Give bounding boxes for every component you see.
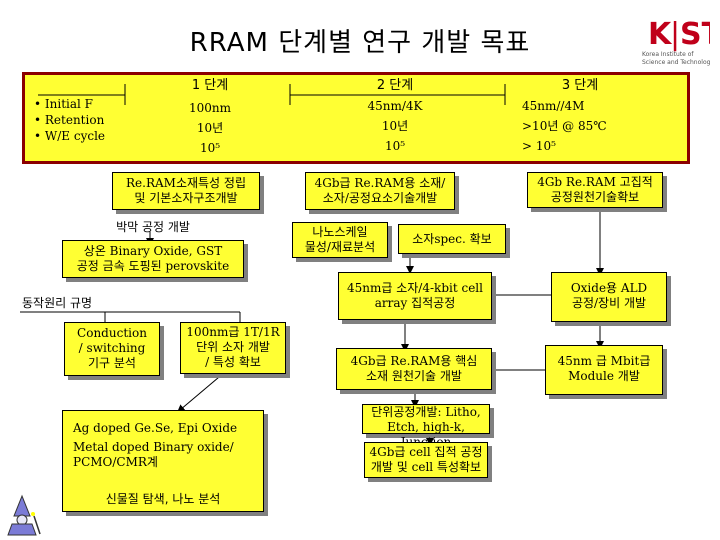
- box-line: 단위 소자 개발: [196, 340, 270, 354]
- 45nm-array-box: 45nm급 소자/4-kbit cell array 집적공정: [338, 272, 492, 320]
- stage-2-cycles: 10⁵: [384, 139, 406, 153]
- cell-4gb-box: 4Gb급 cell 집적 공정 개발 및 cell 특성확보: [364, 442, 488, 478]
- box-line: Conduction: [77, 326, 147, 340]
- nanoscale-box: 나노스케일 물성/재료분석: [292, 222, 388, 258]
- conduction-box: Conduction / switching 기구 분석: [64, 322, 160, 376]
- stage-3-years: >10년 @ 85℃: [522, 119, 607, 133]
- box-line: 물성/재료분석: [304, 240, 376, 254]
- stage-1-size: 100nm: [188, 101, 231, 115]
- core-4gb-box: 4Gb급 Re.RAM용 핵심 소재 원천기술 개발: [336, 348, 492, 390]
- stage-2-label: 2 단계: [376, 78, 414, 93]
- unit-process-box: 단위공정개발: Litho, Etch, high-k, Junction: [362, 404, 490, 449]
- mechanism-label: 동작원리 규명: [22, 296, 93, 310]
- svg-text:K: K: [648, 17, 673, 52]
- box-line: 나노스케일: [312, 225, 368, 239]
- stage-2-values: 45nm/4K 10년 10⁵: [350, 98, 440, 154]
- box-line: 단위공정개발: Litho,: [371, 405, 481, 419]
- spec-box: 소자spec. 확보: [398, 224, 506, 254]
- box-line: 45nm 급 Mbit급: [557, 354, 651, 368]
- stage-3-size: 45nm//4M: [522, 99, 585, 113]
- criteria-item: • Initial F: [34, 97, 93, 111]
- mbit-module-box: 45nm 급 Mbit급 Module 개발: [545, 345, 663, 395]
- svg-text:Science and Technology: Science and Technology: [642, 59, 710, 66]
- arrow: [176, 371, 226, 413]
- stage-3-cycles: > 10⁵: [522, 139, 556, 153]
- svg-text:Korea Institute of: Korea Institute of: [642, 51, 694, 58]
- box-line: Re.RAM소재특성 정립: [126, 176, 246, 190]
- stage-2-size: 45nm/4K: [367, 99, 423, 113]
- stage-2-years: 10년: [381, 119, 409, 133]
- box-line: Metal doped Binary oxide/: [73, 440, 234, 454]
- box-line: 100nm급 1T/1R: [186, 325, 280, 339]
- box-line: 및 기본소자구조개발: [134, 191, 238, 205]
- wizard-mascot-icon: [4, 494, 44, 536]
- box-line: Oxide용 ALD: [570, 281, 648, 295]
- stage-band: [22, 72, 690, 164]
- stage-1-label: 1 단계: [191, 78, 229, 93]
- goal-box-stage-1: Re.RAM소재특성 정립 및 기본소자구조개발: [112, 172, 260, 210]
- box-line: 신물질 탐색, 나노 분석: [105, 492, 221, 506]
- box-line: 기구 분석: [88, 356, 136, 370]
- box-line: 4Gb급 Re.RAM용 소재/: [314, 176, 446, 190]
- box-line: 공정/장비 개발: [571, 296, 647, 310]
- box-line: PCMO/CMR계: [73, 455, 158, 469]
- page-title: RRAM 단계별 연구 개발 목표: [189, 28, 531, 58]
- box-line: Ag doped Ge.Se, Epi Oxide: [73, 421, 238, 435]
- box-line: 개발 및 cell 특성확보: [370, 460, 482, 474]
- room-temp-box: 상온 Binary Oxide, GST 공정 금속 도핑된 perovskit…: [62, 240, 244, 278]
- box-line: 소자/공정요소기술개발: [322, 191, 438, 205]
- box-line: Module 개발: [568, 369, 640, 383]
- stage-3-label: 3 단계: [561, 78, 599, 93]
- criteria-item: • Retention: [34, 113, 105, 127]
- box-line: 공정 금속 도핑된 perovskite: [76, 259, 230, 273]
- goal-box-stage-3: 4Gb Re.RAM 고집적 공정원천기술확보: [527, 172, 663, 208]
- box-line: 4Gb Re.RAM 고집적: [537, 175, 653, 189]
- thin-film-label: 박막 공정 개발: [116, 220, 190, 234]
- box-line: 공정원천기술확보: [550, 190, 640, 204]
- box-line: array 집적공정: [374, 296, 456, 310]
- box-line: 45nm급 소자/4-kbit cell: [347, 281, 483, 295]
- stage-3-values: 45nm//4M >10년 @ 85℃ > 10⁵: [522, 98, 632, 154]
- box-line: 상온 Binary Oxide, GST: [83, 244, 223, 258]
- unit-100nm-box: 100nm급 1T/1R 단위 소자 개발 / 특성 확보: [180, 322, 286, 374]
- box-line: 소재 원천기술 개발: [366, 369, 462, 383]
- materials-box: Ag doped Ge.Se, Epi Oxide Metal doped Bi…: [62, 410, 264, 512]
- ald-box: Oxide용 ALD 공정/장비 개발: [551, 272, 667, 322]
- box-line: 4Gb급 Re.RAM용 핵심: [350, 354, 478, 368]
- box-line: 4Gb급 cell 집적 공정: [369, 445, 483, 459]
- criteria-list: • Initial F • Retention • W/E cycle: [34, 96, 124, 144]
- box-line: / switching: [78, 341, 146, 355]
- stage-1-years: 10년: [196, 121, 224, 135]
- box-line: / 특성 확보: [205, 355, 261, 369]
- svg-text:|: |: [670, 17, 680, 52]
- stage-1-values: 100nm 10년 10⁵: [170, 100, 250, 156]
- goal-box-stage-2: 4Gb급 Re.RAM용 소재/ 소자/공정요소기술개발: [305, 172, 455, 210]
- criteria-item: • W/E cycle: [34, 129, 106, 143]
- stage-1-cycles: 10⁵: [199, 141, 221, 155]
